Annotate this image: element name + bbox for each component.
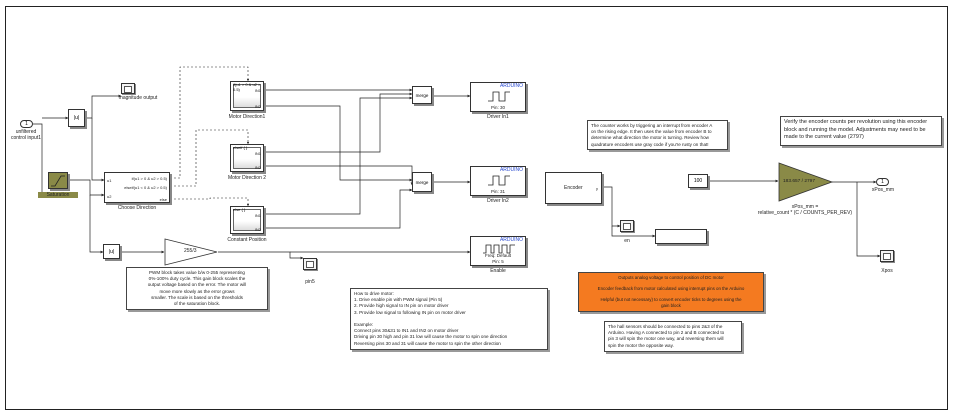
xpos-outport-label: xPos_mm <box>871 187 895 193</box>
scope-screen-icon <box>124 86 132 93</box>
md1-in2: IN2 <box>254 104 261 109</box>
enable-label: Enable <box>490 268 506 274</box>
counter-note: The counter works by triggering an inter… <box>587 120 728 150</box>
cond-2: elseif(u1 < 0 & u2 > 0.5) <box>124 185 167 190</box>
cp-in2: IN2 <box>254 227 261 232</box>
magnitude-scope[interactable] <box>121 83 135 94</box>
md1-in1: IN1 <box>254 88 261 93</box>
md2-in2: IN2 <box>254 165 261 170</box>
encoder-port-y: y <box>596 186 598 191</box>
wire-md2-in1 <box>264 92 413 153</box>
gain-pwm-value: 255/3 <box>184 248 197 254</box>
arduino-tag: ARDUINO <box>499 83 523 89</box>
pwm-note: PWM block takes value b/w 0-255 represen… <box>126 267 268 310</box>
xpos-outport[interactable]: 1 <box>876 178 889 186</box>
merge-block-1[interactable]: merge <box>412 86 432 104</box>
wire-gain-to-pin5 <box>218 251 304 260</box>
choose-direction-block[interactable]: u1 u2 if(u1 > 0 & u2 > 0.5) elseif(u1 < … <box>104 172 170 203</box>
motor-direction2-label: Motor Direction 2 <box>227 175 267 181</box>
magnitude-label: magnitude output <box>118 95 158 101</box>
gain-position-block[interactable] <box>778 162 834 202</box>
encoder-display-block[interactable] <box>655 229 707 244</box>
digital-pulse-icon <box>488 91 510 102</box>
constant-position-block[interactable]: else { } IN1 IN2 <box>230 206 264 234</box>
cp-cond: else { } <box>233 207 246 212</box>
wire-abs-to-u1 <box>91 118 105 182</box>
action-wire-1 <box>170 66 250 179</box>
cond-1: if(u1 > 0 & u2 > 0.5) <box>131 176 167 181</box>
unfiltered-inport[interactable]: 1 <box>20 120 33 128</box>
wire-cp-in1 <box>264 96 413 215</box>
arduino-enable[interactable]: ARDUINO Freq: Default Pin: 5 <box>470 236 526 266</box>
drive-motor-note: How to drive motor: 1. Drive enable pin … <box>350 288 548 350</box>
gain-position-value: 183.657 / 2797 <box>783 179 816 184</box>
driver-in1-label: Driver In1 <box>487 114 509 120</box>
encoder-label: Encoder <box>564 185 583 191</box>
wire-abs-to-magnitude <box>85 94 122 119</box>
merge-block-2[interactable]: merge <box>412 172 432 192</box>
wire-gain-to-xpos-scope <box>856 182 881 258</box>
saturation-icon <box>51 175 65 187</box>
scope-screen-icon <box>623 223 631 230</box>
wire-encoder-to-scope <box>602 186 621 228</box>
md2-cond: elseif { } <box>233 145 248 150</box>
arduino-driver-in2[interactable]: ARDUINO Pin: 31 <box>470 166 526 196</box>
port-u1: u1 <box>107 178 112 183</box>
pin5-scope[interactable] <box>303 258 317 270</box>
abs-block-2[interactable]: |u| <box>103 244 120 259</box>
driver2-pin: Pin: 31 <box>490 189 505 194</box>
saturation-label: Saturation <box>38 192 78 198</box>
abs-block-1[interactable]: |u| <box>68 109 85 127</box>
driver1-pin: Pin: 30 <box>490 105 505 110</box>
wire-sat-to-u2 <box>68 179 105 197</box>
xpos-scope-label: Xpos <box>881 268 893 274</box>
enable-pin: Freq: Default Pin: 5 <box>484 253 511 264</box>
xpos-scope[interactable] <box>880 250 894 262</box>
motor-direction1-block[interactable]: if(u1 > 0 & u2 > 0.5) IN1 IN2 <box>230 81 264 111</box>
arduino-tag: ARDUINO <box>499 167 523 173</box>
subsystem-screen-icon <box>233 84 261 108</box>
unfiltered-label: unfiltered control input1 <box>10 129 42 141</box>
saturation-block[interactable] <box>48 172 68 189</box>
pwm-pulse-icon <box>483 244 515 254</box>
en-scope[interactable] <box>620 220 634 232</box>
choose-direction-label: Choose Direction <box>117 205 157 211</box>
orange-summary-note: Outputs analog voltage to control positi… <box>578 272 764 312</box>
action-wire-2 <box>170 129 250 187</box>
cond-3: else <box>159 197 167 202</box>
encoder-block[interactable]: Encoder y <box>545 172 602 204</box>
hall-sensors-note: The hall sensors should be connected to … <box>604 321 742 352</box>
action-wire-3 <box>170 197 250 207</box>
motor-direction2-block[interactable]: elseif { } IN1 IN2 <box>230 144 264 172</box>
verify-note: Verify the encoder counts per revolution… <box>780 116 942 146</box>
wire-md2-in2 <box>264 165 414 186</box>
wire-encoder-to-display <box>611 226 656 238</box>
scope-screen-icon <box>883 253 891 260</box>
constant-100-block[interactable]: 100 <box>688 174 708 188</box>
subsystem-screen-icon <box>233 209 261 231</box>
en-label: en <box>624 238 630 244</box>
md1-cond: if(u1 > 0 & u2 > 0.5) <box>233 82 261 92</box>
gain-position-formula: xPos_mm = relative_count * (C / COUNTS_P… <box>757 204 853 216</box>
cp-in1: IN1 <box>254 213 261 218</box>
gain-pwm-block[interactable] <box>164 238 220 266</box>
arduino-driver-in1[interactable]: ARDUINO Pin: 30 <box>470 82 526 112</box>
port-u2: u2 <box>107 194 112 199</box>
driver-in2-label: Driver In2 <box>487 198 509 204</box>
digital-pulse-icon <box>488 175 510 186</box>
wire-md1-in2 <box>264 105 413 182</box>
pin5-label: pin5 <box>305 279 315 285</box>
motor-direction1-label: Motor Direction1 <box>228 114 266 120</box>
md2-in1: IN1 <box>254 151 261 156</box>
wire-sat-to-abs2 <box>89 195 104 254</box>
constant-position-label: Constant Position <box>227 237 267 243</box>
arduino-tag: ARDUINO <box>499 237 523 243</box>
subsystem-screen-icon <box>233 147 261 169</box>
wire-cp-in2 <box>264 188 413 229</box>
scope-screen-icon <box>306 261 314 268</box>
